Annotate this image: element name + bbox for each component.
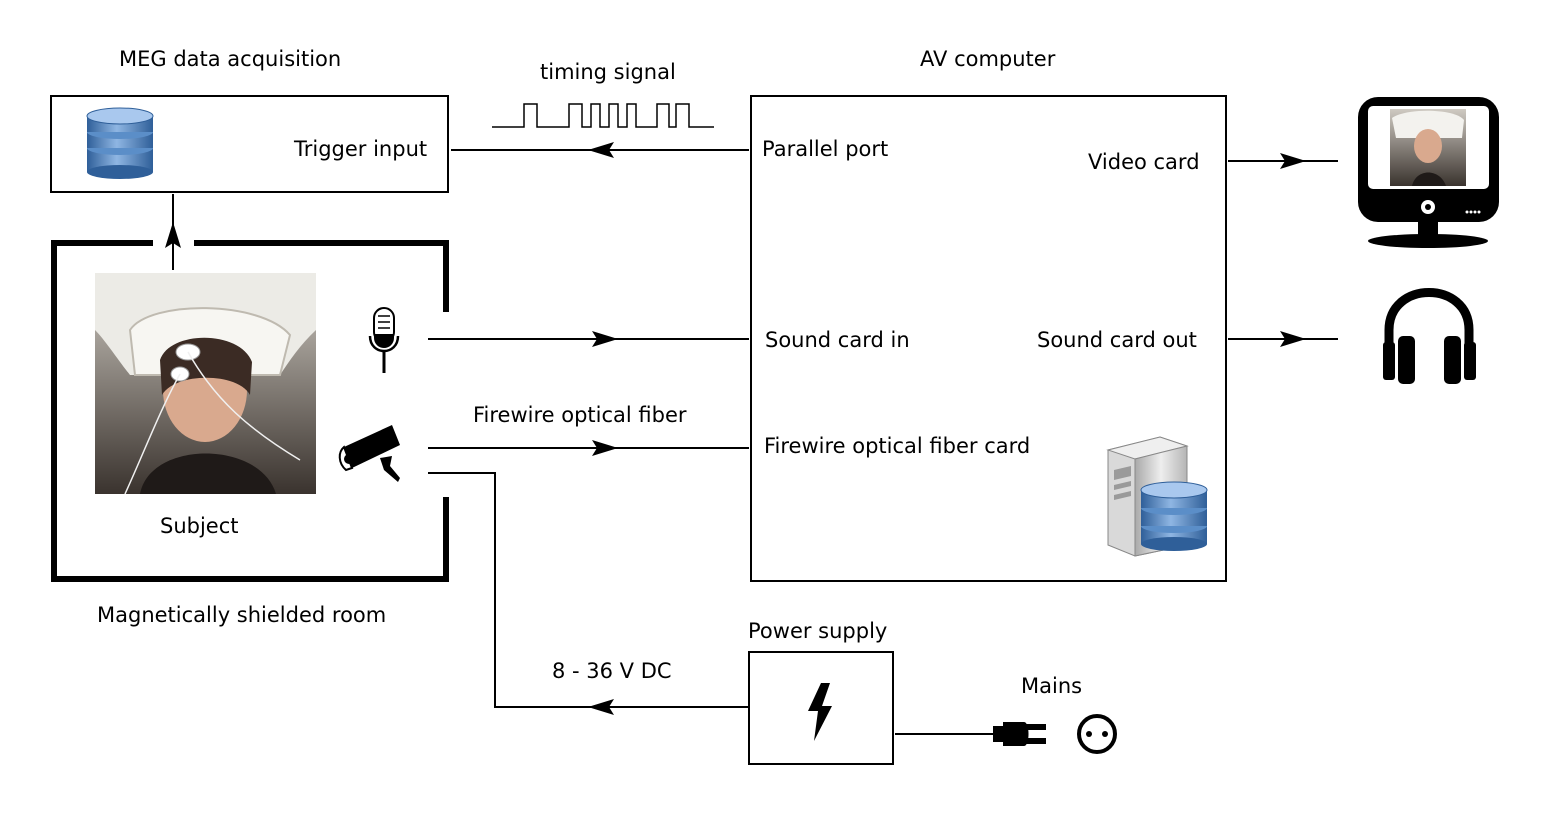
power-supply-box <box>748 651 894 765</box>
parallel-port-label: Parallel port <box>762 137 889 161</box>
meg-title: MEG data acquisition <box>119 47 342 71</box>
mains-label: Mains <box>1021 674 1083 698</box>
firewire-card-label: Firewire optical fiber card <box>764 434 1031 458</box>
timing-signal-waveform <box>492 103 714 128</box>
power-to-camera-arrow <box>588 699 614 715</box>
subject-label: Subject <box>160 514 239 538</box>
database-small <box>1140 481 1208 551</box>
camera-icon <box>338 425 400 482</box>
shielded-room-label: Magnetically shielded room <box>97 603 387 627</box>
soundout-to-headphones-arrow <box>1280 331 1306 347</box>
lightning-icon <box>808 683 832 741</box>
av-computer-title: AV computer <box>920 47 1056 71</box>
av-computer-box <box>750 95 1227 582</box>
monitor-icon <box>1358 97 1499 248</box>
video-to-monitor-arrow <box>1280 153 1306 169</box>
trigger-input-label: Trigger input <box>294 137 428 161</box>
timing-signal-label: timing signal <box>540 60 676 84</box>
plug-icon <box>993 722 1046 746</box>
microphone-icon <box>368 307 400 373</box>
firewire-fiber-label: Firewire optical fiber <box>473 403 687 427</box>
parallel-to-trigger-arrow <box>588 142 614 158</box>
sound-card-out-label: Sound card out <box>1037 328 1197 352</box>
room-to-meg-arrow <box>165 222 181 248</box>
power-to-camera-line <box>428 472 749 708</box>
sound-card-in-label: Sound card in <box>765 328 910 352</box>
mic-to-soundcard-arrow <box>592 331 618 347</box>
headphones-icon <box>1383 288 1476 384</box>
server-database-icon <box>1106 436 1208 557</box>
socket-icon <box>1077 714 1117 754</box>
power-supply-label: Power supply <box>748 619 888 643</box>
shielded-room-frame <box>51 240 449 582</box>
database-icon <box>86 107 154 179</box>
meg-box <box>50 95 449 193</box>
photo-of-subject <box>95 273 316 495</box>
video-card-label: Video card <box>1088 150 1200 174</box>
voltage-label: 8 - 36 V DC <box>552 659 672 683</box>
camera-to-firewire-arrow <box>592 440 618 456</box>
